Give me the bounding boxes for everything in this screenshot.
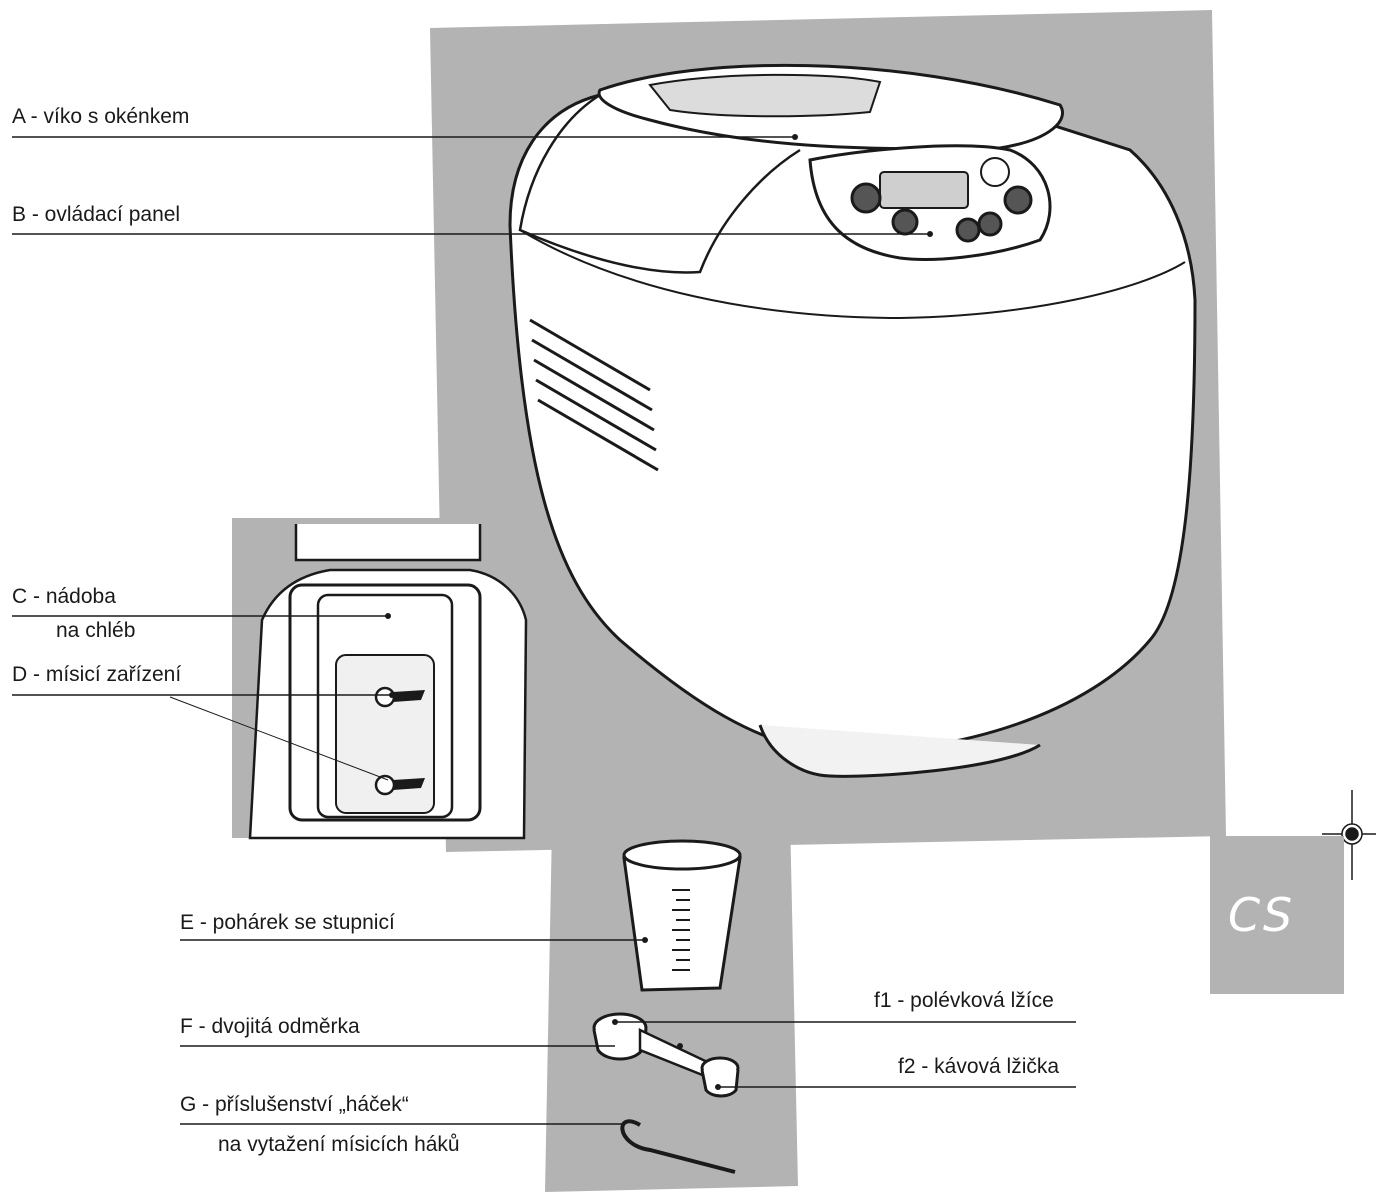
label-e-measuring-cup: E - pohárek se stupnicí [180, 911, 395, 934]
registration-mark [1322, 790, 1376, 880]
language-badge-text: CS [1228, 888, 1295, 942]
bread-machine-illustration [508, 63, 1197, 778]
accessories-inset [545, 816, 798, 1192]
label-g-hook: G - příslušenství „háček“ [180, 1093, 409, 1116]
leader-lines [12, 136, 1076, 1125]
label-c-bread-pan-cont: na chléb [56, 619, 136, 642]
label-f-double-spoon: F - dvojitá odměrka [180, 1015, 360, 1038]
label-b-control-panel: B - ovládací panel [12, 203, 181, 226]
label-f2-teaspoon: f2 - kávová lžička [898, 1055, 1060, 1078]
label-a-lid: A - víko s okénkem [12, 105, 190, 128]
language-badge: CS [1210, 836, 1344, 994]
label-c-bread-pan: C - nádoba [12, 585, 116, 608]
leader-dots [385, 134, 933, 1090]
label-g-hook-cont: na vytažení mísicích háků [218, 1133, 460, 1156]
bread-pan-inset [232, 518, 538, 840]
label-d-kneading-paddle: D - mísicí zařízení [12, 663, 182, 686]
side-vents [529, 318, 659, 472]
label-f1-tablespoon: f1 - polévková lžíce [874, 989, 1054, 1012]
